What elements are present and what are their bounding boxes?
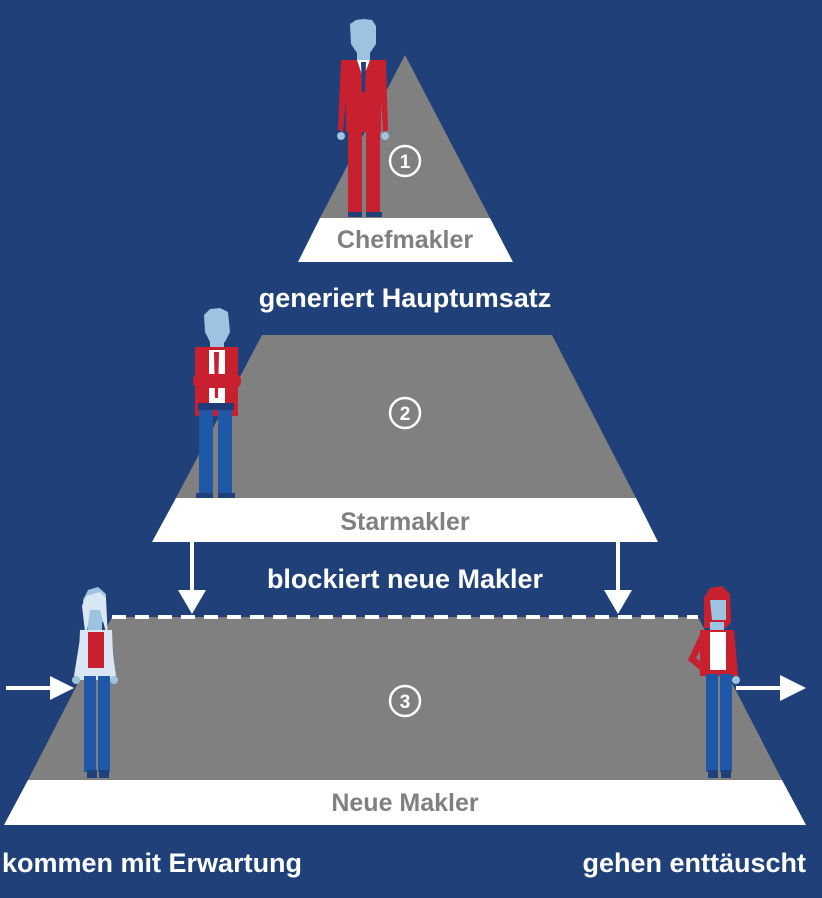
tier-2-label-band: [152, 498, 658, 542]
tier-3-number: 3: [400, 692, 411, 713]
tier-1-shape: [320, 55, 490, 218]
tier-2-number: 2: [400, 404, 411, 425]
caption-bottom-left: kommen mit Erwartung: [2, 848, 302, 878]
down-arrow-left: [178, 542, 206, 614]
star-broker-figure: [193, 308, 241, 498]
tier-1: Chefmakler 1: [298, 55, 513, 262]
tier-1-number-badge: 1: [388, 144, 422, 178]
arrow-in-left: [6, 676, 74, 700]
tier-2-shape: [176, 335, 636, 498]
tier-3: Neue Makler 3: [4, 615, 806, 825]
leaving-right-figure: [688, 586, 740, 778]
tier-1-label: Chefmakler: [337, 226, 473, 254]
newcomer-left-figure: [72, 587, 118, 778]
tier-3-label-band: [4, 780, 806, 825]
tier-3-shape: [28, 617, 782, 780]
arrow-out-right: [736, 675, 806, 701]
tier-1-number: 1: [400, 152, 411, 173]
tier-2-label: Starmakler: [340, 508, 470, 536]
tier-2-number-badge: 2: [388, 396, 422, 430]
caption-bottom-right: gehen enttäuscht: [582, 848, 806, 878]
down-arrow-right: [604, 542, 632, 614]
tier-1-label-band: [298, 218, 513, 262]
tier-3-number-badge: 3: [388, 684, 422, 718]
caption-middle: blockiert neue Makler: [267, 564, 544, 594]
chief-broker-figure: [337, 19, 389, 217]
tier-2: Starmakler 2: [152, 335, 658, 542]
tier-3-label: Neue Makler: [331, 789, 479, 817]
caption-top: generiert Hauptumsatz: [259, 283, 552, 313]
